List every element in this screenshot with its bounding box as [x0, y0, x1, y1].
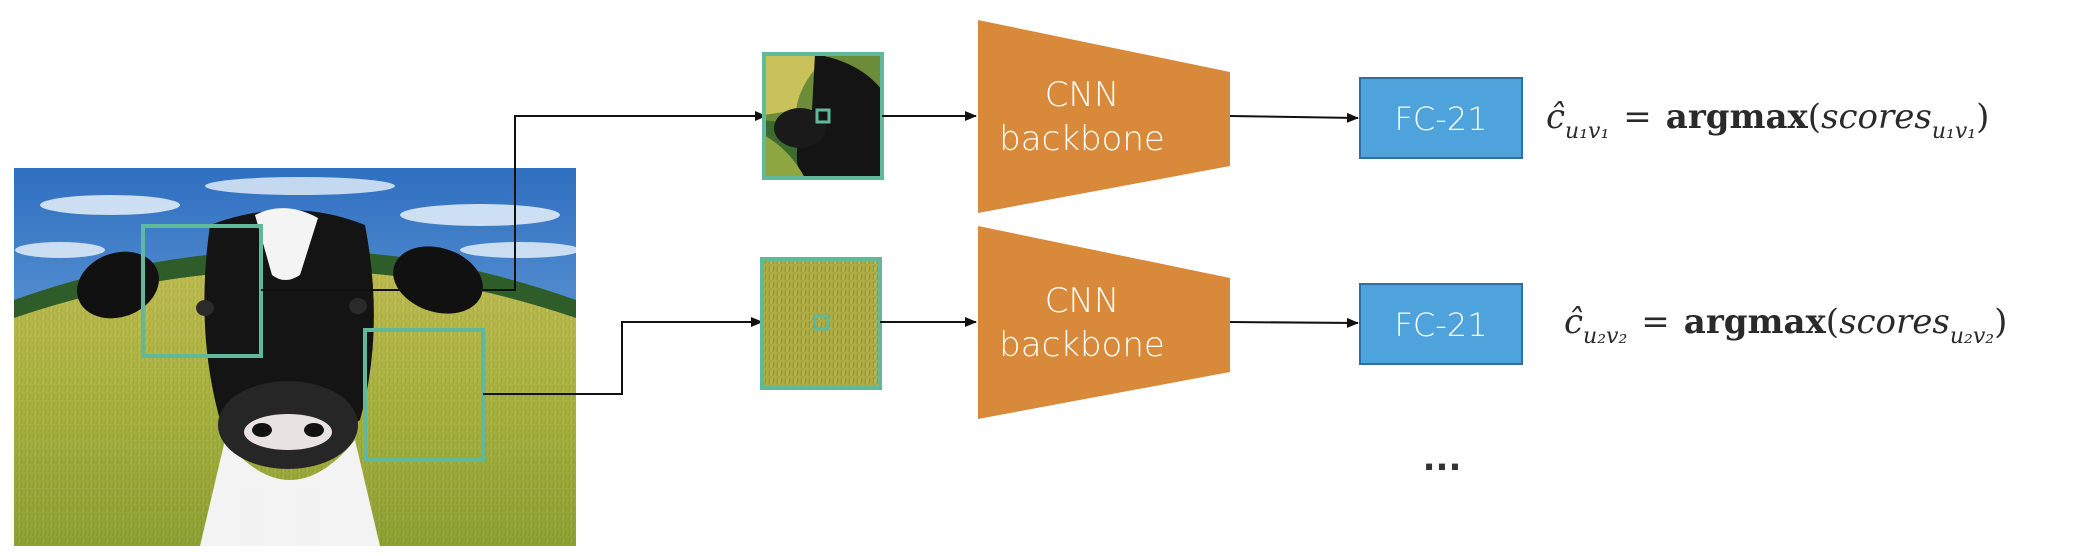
arrow-backbone2-to-fc2 [1229, 317, 1359, 328]
equation-2: ĉu₂v₂=argmax(scoresu₂v₂) [1564, 302, 2007, 349]
patch-crop-1 [762, 52, 884, 180]
backbone-1-line-2: backbone [999, 119, 1165, 159]
input-photo [14, 168, 576, 546]
backbone-1-line-1: CNN [1045, 75, 1120, 115]
patch-crop-2 [760, 257, 882, 390]
fc-21-label-1: FC-21 [1394, 100, 1487, 138]
connector-patch-1 [261, 111, 767, 291]
fc-21-box-2 [1359, 283, 1523, 365]
cnn-backbone-2 [978, 226, 1230, 419]
fc-21-box-1 [1359, 77, 1523, 159]
continuation-ellipsis: ... [1423, 439, 1462, 479]
fc-21-label-2: FC-21 [1394, 306, 1487, 344]
arrow-backbone1-to-fc1 [1229, 112, 1359, 123]
backbone-2-line-2: backbone [999, 325, 1165, 365]
equation-1: ĉu₁v₁=argmax(scoresu₁v₁) [1546, 97, 1989, 144]
connector-patch-2 [483, 317, 763, 395]
backbone-2-line-1: CNN [1045, 281, 1120, 321]
cnn-backbone-1 [978, 20, 1230, 213]
